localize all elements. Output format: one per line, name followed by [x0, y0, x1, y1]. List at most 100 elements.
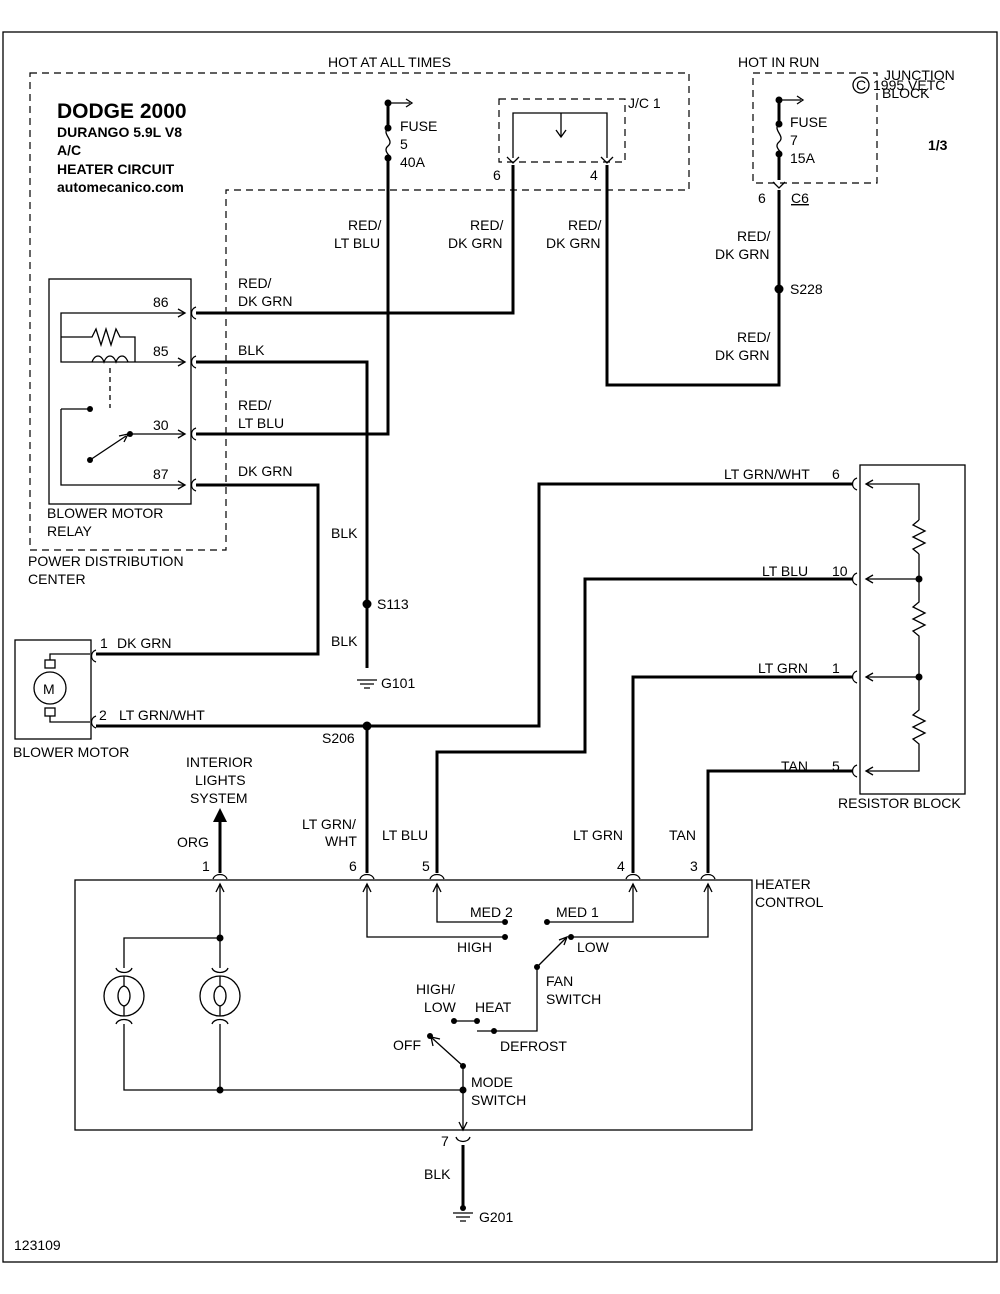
- blower-motor-relay: 86 85 30 87 BLOWER MOTOR RELAY: [47, 278, 197, 539]
- copyright-icon: [852, 76, 870, 94]
- svg-text:RED/: RED/: [737, 228, 771, 244]
- svg-text:30: 30: [153, 417, 169, 433]
- svg-text:LT BLU: LT BLU: [238, 415, 284, 431]
- junction-block-dashed-outline: [752, 72, 878, 184]
- ground-g101-icon: [357, 679, 377, 689]
- system-line: A/C: [57, 142, 81, 158]
- svg-text:DK GRN: DK GRN: [715, 347, 769, 363]
- svg-text:1995 VETC: 1995 VETC: [873, 77, 945, 93]
- svg-text:LT GRN: LT GRN: [573, 827, 623, 843]
- svg-text:LT BLU: LT BLU: [382, 827, 428, 843]
- wire-tan: [706, 769, 853, 873]
- circuit-line: HEATER CIRCUIT: [57, 161, 175, 177]
- svg-text:CONTROL: CONTROL: [755, 894, 824, 910]
- svg-text:MED 2: MED 2: [470, 904, 513, 920]
- svg-text:TAN: TAN: [669, 827, 696, 843]
- pdc-label-line1: POWER DISTRIBUTION: [28, 553, 184, 569]
- svg-text:G101: G101: [381, 675, 415, 691]
- svg-text:5: 5: [400, 136, 408, 152]
- svg-text:LT GRN/WHT: LT GRN/WHT: [119, 707, 205, 723]
- motor-icon: M: [43, 681, 55, 697]
- hot-in-run-label: HOT IN RUN: [738, 54, 819, 70]
- hot-at-all-times-label: HOT AT ALL TIMES: [328, 54, 451, 70]
- svg-text:RED/: RED/: [238, 275, 272, 291]
- svg-text:FUSE: FUSE: [790, 114, 827, 130]
- svg-text:SWITCH: SWITCH: [546, 991, 601, 1007]
- svg-text:RED/: RED/: [568, 217, 602, 233]
- svg-text:5: 5: [832, 758, 840, 774]
- svg-text:LIGHTS: LIGHTS: [195, 772, 246, 788]
- svg-text:J/C 1: J/C 1: [628, 95, 661, 111]
- svg-text:S206: S206: [322, 730, 355, 746]
- svg-text:1: 1: [832, 660, 840, 676]
- svg-text:HIGH: HIGH: [457, 939, 492, 955]
- svg-text:SYSTEM: SYSTEM: [190, 790, 248, 806]
- svg-text:HIGH/: HIGH/: [416, 981, 455, 997]
- svg-text:FAN: FAN: [546, 973, 573, 989]
- svg-text:6: 6: [832, 466, 840, 482]
- svg-text:7: 7: [790, 132, 798, 148]
- svg-text:DK GRN: DK GRN: [715, 246, 769, 262]
- svg-text:SWITCH: SWITCH: [471, 1092, 526, 1108]
- svg-text:HEATER: HEATER: [755, 876, 811, 892]
- svg-text:JUNCTION: JUNCTION: [884, 67, 955, 83]
- svg-text:7: 7: [441, 1133, 449, 1149]
- fuse-5: FUSE 5 40A: [384, 98, 437, 170]
- svg-text:HEAT: HEAT: [475, 999, 512, 1015]
- wire-jc4-red-dk-grn: [605, 165, 781, 387]
- svg-text:6: 6: [493, 167, 501, 183]
- svg-text:1: 1: [202, 858, 210, 874]
- svg-text:INTERIOR: INTERIOR: [186, 754, 253, 770]
- svg-text:ORG: ORG: [177, 834, 209, 850]
- svg-text:2: 2: [99, 707, 107, 723]
- copyright-mark: C 1995 VETC: [852, 76, 945, 94]
- pdc-label-line2: CENTER: [28, 571, 86, 587]
- splice-s113: [362, 599, 372, 609]
- model-line: DURANGO 5.9L V8: [57, 124, 182, 140]
- svg-text:87: 87: [153, 466, 169, 482]
- diagram-number: 123109: [14, 1237, 61, 1253]
- svg-text:3: 3: [690, 858, 698, 874]
- svg-text:MODE: MODE: [471, 1074, 513, 1090]
- svg-text:10: 10: [832, 563, 848, 579]
- svg-text:BLOCK: BLOCK: [882, 85, 930, 101]
- pdc-dashed-outline: [29, 72, 690, 551]
- svg-text:DK GRN: DK GRN: [238, 463, 292, 479]
- lamp-left-icon: [103, 967, 145, 1025]
- svg-text:BLOWER MOTOR: BLOWER MOTOR: [47, 505, 163, 521]
- splice-s228: [774, 284, 784, 294]
- wire-lt-grn: [631, 675, 853, 873]
- svg-text:BLK: BLK: [331, 633, 358, 649]
- svg-text:6: 6: [349, 858, 357, 874]
- svg-text:BLK: BLK: [424, 1166, 451, 1182]
- wire-motor2-lt-grn-wht: [96, 482, 853, 728]
- svg-text:BLOWER MOTOR: BLOWER MOTOR: [13, 744, 129, 760]
- svg-text:15A: 15A: [790, 150, 816, 166]
- svg-text:DEFROST: DEFROST: [500, 1038, 567, 1054]
- svg-text:6: 6: [758, 190, 766, 206]
- lamp-right-icon: [199, 967, 241, 1025]
- wire-fuse5-red-lt-blu: [196, 158, 390, 436]
- svg-text:1: 1: [100, 635, 108, 651]
- resistor-block: RESISTOR BLOCK: [838, 464, 966, 811]
- svg-text:DK GRN: DK GRN: [546, 235, 600, 251]
- svg-text:C6: C6: [791, 190, 809, 206]
- svg-text:C: C: [856, 77, 866, 93]
- page-indicator: 1/3: [928, 137, 948, 153]
- svg-text:RED/: RED/: [470, 217, 504, 233]
- svg-text:FUSE: FUSE: [400, 118, 437, 134]
- wire-relay85-blk: [196, 360, 369, 668]
- svg-text:86: 86: [153, 294, 169, 310]
- connector-c6: [772, 181, 786, 189]
- svg-text:LT GRN: LT GRN: [758, 660, 808, 676]
- svg-text:LT BLU: LT BLU: [762, 563, 808, 579]
- page-frame: [2, 31, 998, 1263]
- make-year-title: DODGE 2000: [57, 100, 187, 123]
- svg-text:RED/: RED/: [737, 329, 771, 345]
- svg-text:4: 4: [617, 858, 625, 874]
- svg-text:LOW: LOW: [424, 999, 457, 1015]
- svg-text:5: 5: [422, 858, 430, 874]
- heater-control: HEATER CONTROL 1 6 5 4 3 7 MED 2 MED 1 H…: [74, 858, 824, 1149]
- svg-text:DK GRN: DK GRN: [117, 635, 171, 651]
